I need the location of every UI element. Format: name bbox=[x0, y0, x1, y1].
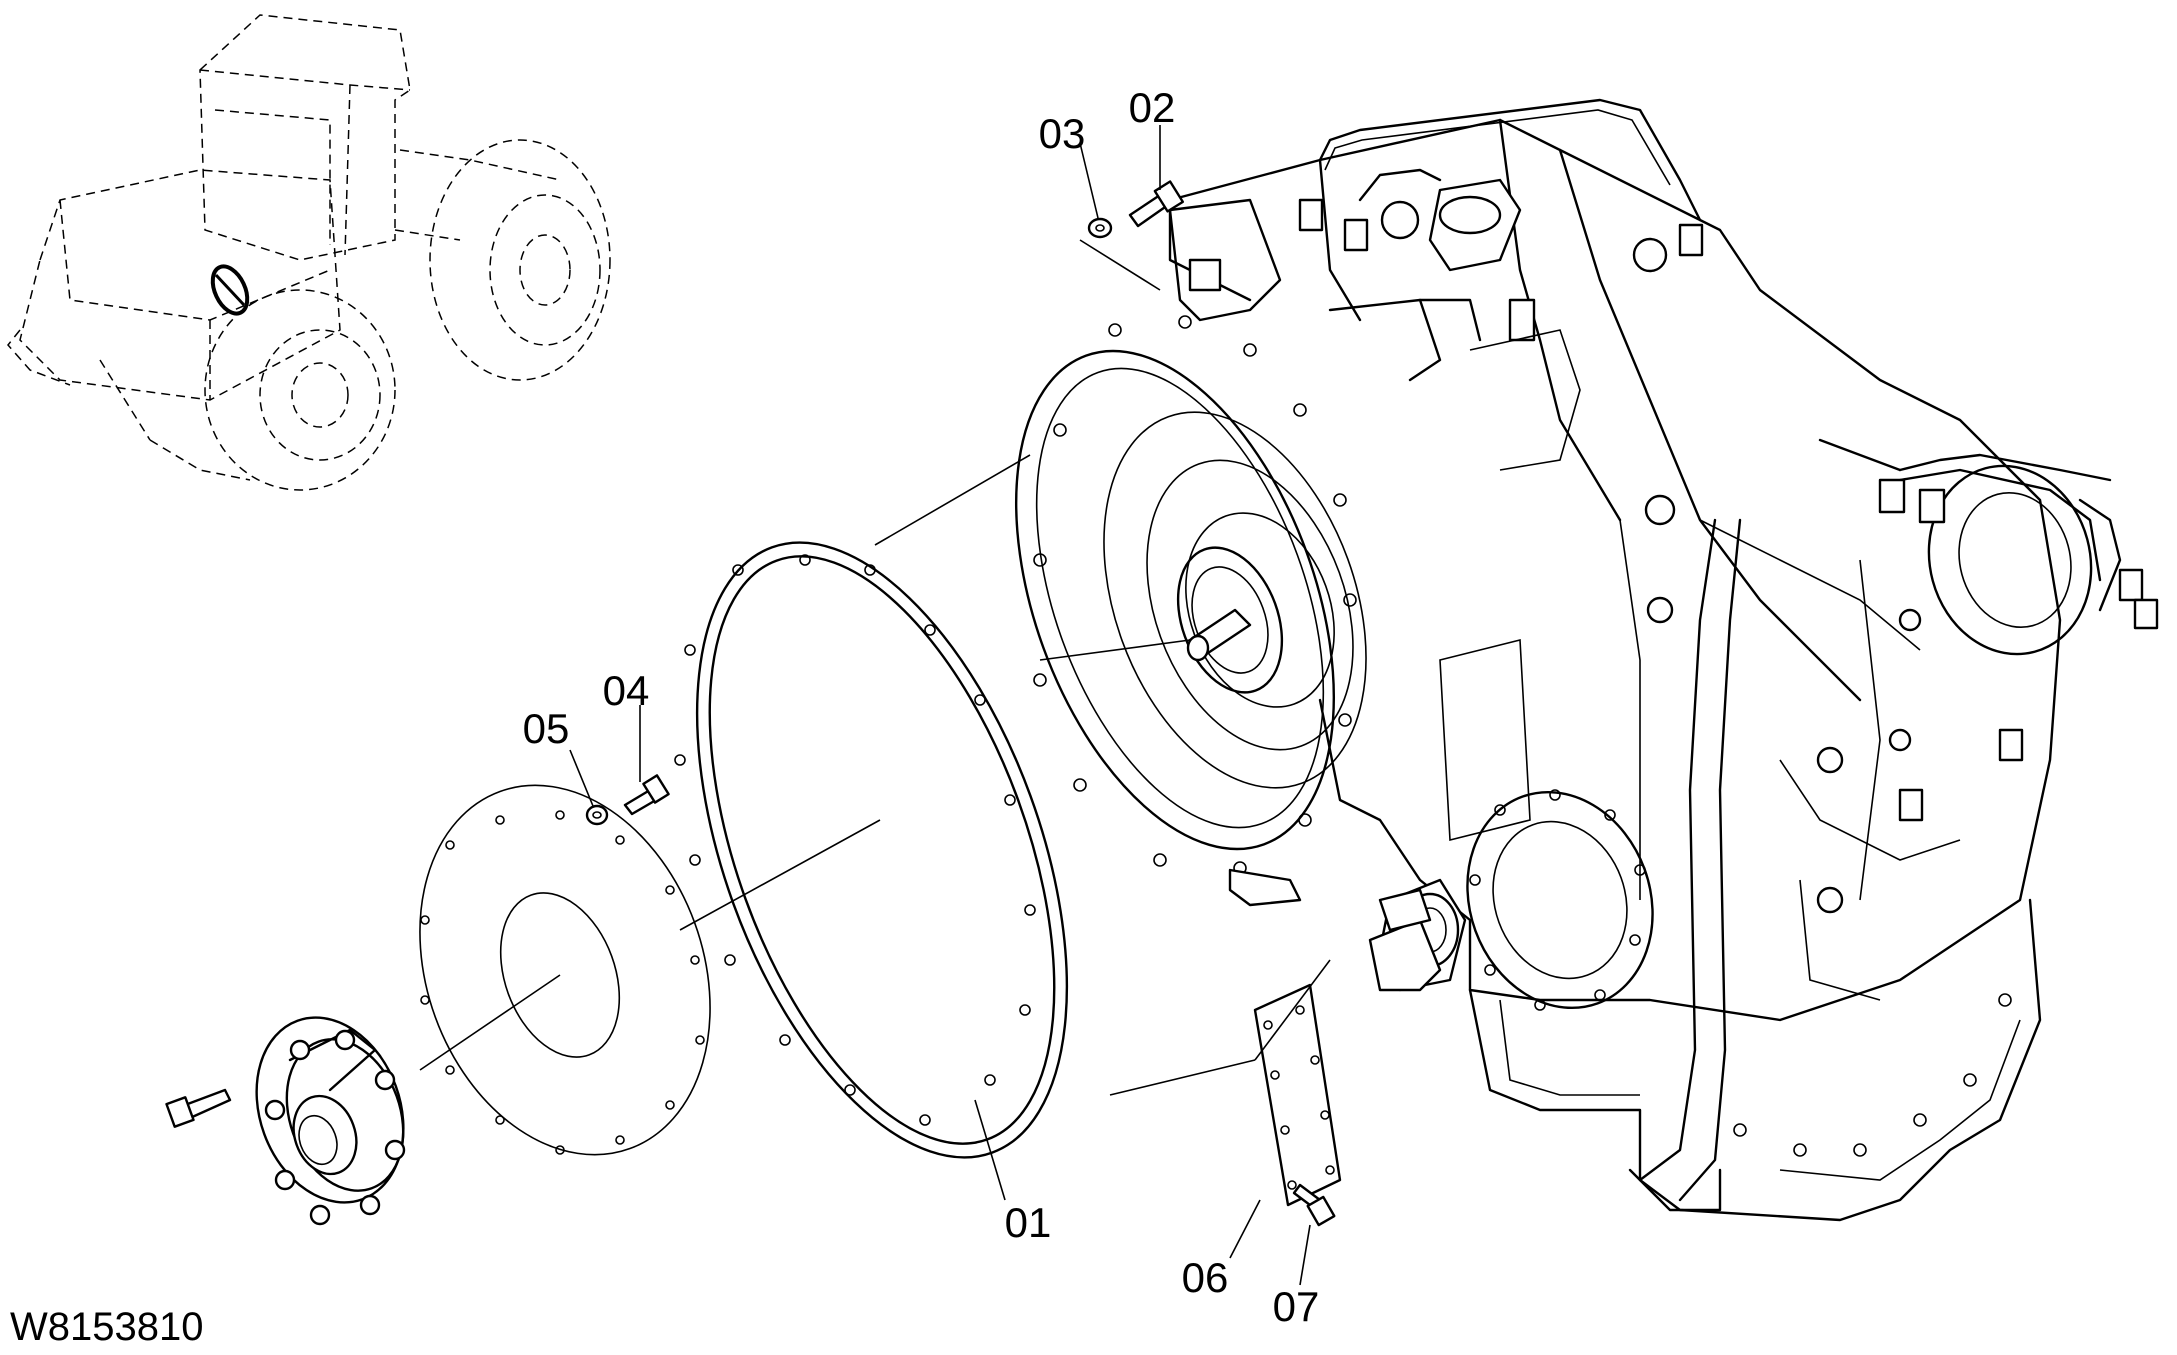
flex-plate bbox=[419, 784, 711, 1156]
cover-plate-part-06 bbox=[1253, 983, 1342, 1207]
callout-06: 06 bbox=[1182, 1254, 1229, 1301]
assembly-centerlines bbox=[419, 239, 1331, 1096]
machine-locator-icon bbox=[7, 14, 611, 491]
callout-01: 01 bbox=[1005, 1199, 1052, 1246]
drive-hub bbox=[165, 1016, 406, 1226]
callout-02: 02 bbox=[1129, 84, 1176, 131]
transmission-assembly-icon bbox=[1015, 98, 2159, 1222]
leader-lines bbox=[569, 125, 1311, 1286]
drawing-number: W8153810 bbox=[10, 1305, 203, 1349]
callout-05: 05 bbox=[523, 705, 570, 752]
bolt-part-04 bbox=[623, 774, 670, 816]
callout-03: 03 bbox=[1039, 110, 1086, 157]
washer-part-05 bbox=[585, 804, 609, 826]
callout-04: 04 bbox=[603, 667, 650, 714]
washer-part-03 bbox=[1087, 217, 1113, 239]
bolt-part-07 bbox=[1292, 1183, 1336, 1227]
bolt-part-02 bbox=[1128, 180, 1185, 228]
callout-07: 07 bbox=[1273, 1283, 1320, 1330]
